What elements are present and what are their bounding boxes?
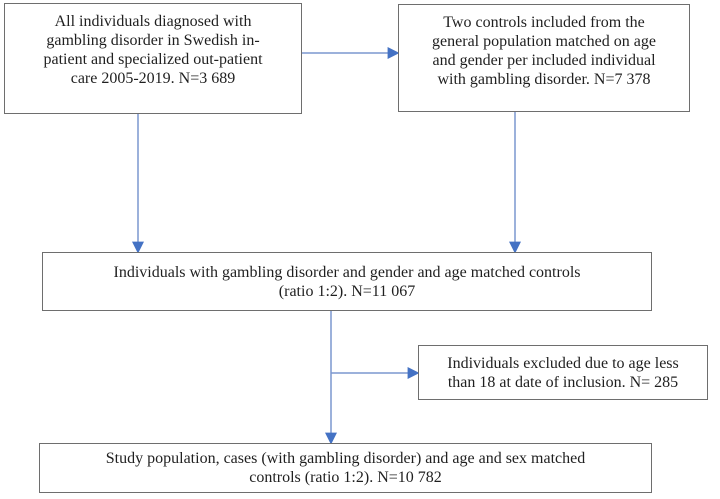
- node-source-cases: All individuals diagnosed with gambling …: [4, 3, 302, 114]
- node-excluded-text: Individuals excluded due to age less tha…: [447, 354, 679, 391]
- node-excluded: Individuals excluded due to age less tha…: [418, 345, 708, 400]
- node-matched-cohort: Individuals with gambling disorder and g…: [42, 252, 652, 311]
- node-study-population: Study population, cases (with gambling d…: [39, 443, 652, 493]
- node-source-cases-text: All individuals diagnosed with gambling …: [43, 13, 263, 87]
- node-matched-controls: Two controls included from the general p…: [398, 4, 690, 112]
- node-matched-controls-text: Two controls included from the general p…: [432, 14, 656, 88]
- node-matched-cohort-text: Individuals with gambling disorder and g…: [113, 263, 581, 300]
- node-study-population-text: Study population, cases (with gambling d…: [105, 450, 586, 486]
